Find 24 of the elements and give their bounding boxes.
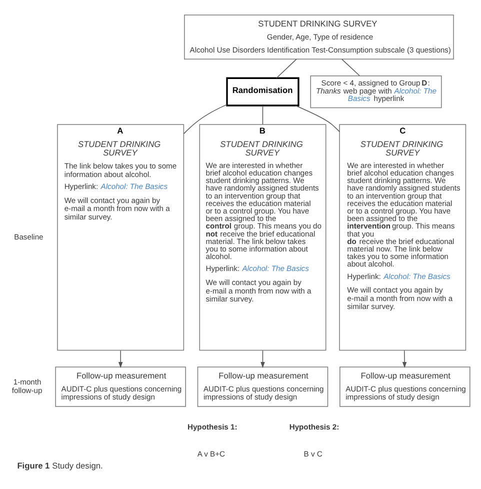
node-box: A STUDENT DRINKING SURVEY The link below takes you to some information about alcohol. Hyperlink: Alcohol: The Basics We will contact you again by e-mail a month from now with a similar survey. <box>57 124 184 350</box>
label: A v B+C <box>197 449 226 458</box>
arrow <box>118 350 123 368</box>
arrow <box>402 350 407 368</box>
connector <box>276 58 297 78</box>
node-box: B STUDENT DRINKING SURVEY We are interested in whether brief alcohol education changes student drinking patterns. We have randomly assigned students to an intervention group that receives the education material or to a control group. You have been assigned to the control group. This means you do not receive the brief educational material. The link below takes you to some information about alcohol. Hyperlink: Alcohol: The Basics We will contact you again by e-mail a month from now with a similar survey. <box>199 124 326 350</box>
arrow <box>260 350 265 368</box>
label: B v C <box>304 449 322 458</box>
node-box: STUDENT DRINKING SURVEY Gender, Age, Type of residence Alcohol Use Disorders Identification Test-Consumption subscale (3 questions) <box>184 14 454 60</box>
node-box: Follow-up measurement AUDIT-C plus questions concerning impressions of study design <box>340 366 470 406</box>
label: 1-month follow-up <box>12 376 42 394</box>
caption: Figure 1 Study design. <box>17 460 103 470</box>
label: Hypothesis 1: <box>187 422 238 431</box>
node-box: Follow-up measurement AUDIT-C plus questions concerning impressions of study design <box>55 366 186 406</box>
connector <box>183 104 228 134</box>
connector <box>262 104 264 124</box>
node-box: C STUDENT DRINKING SURVEY We are interested in whether brief alcohol education changes student drinking patterns. We have randomly assigned students to an intervention group that receives the education material or to a control group. You have been assigned to the intervention group. This means that you do receive the brief educational material now. The link below takes you to some information about alcohol. Hyperlink: Alcohol: The Basics We will contact you again by e-mail a month from now with a similar survey. <box>339 124 466 350</box>
node-box: Follow-up measurement AUDIT-C plus questions concerning impressions of study design <box>197 366 328 406</box>
connector <box>295 104 340 132</box>
node-box: Randomisation <box>226 76 300 106</box>
label: Hypothesis 2: <box>289 422 340 431</box>
node-box: Score < 4, assigned to Group D: Thanks web page with Alcohol: The Basics hyperlink <box>310 74 442 108</box>
connector <box>341 58 360 76</box>
label: Baseline <box>14 232 44 241</box>
